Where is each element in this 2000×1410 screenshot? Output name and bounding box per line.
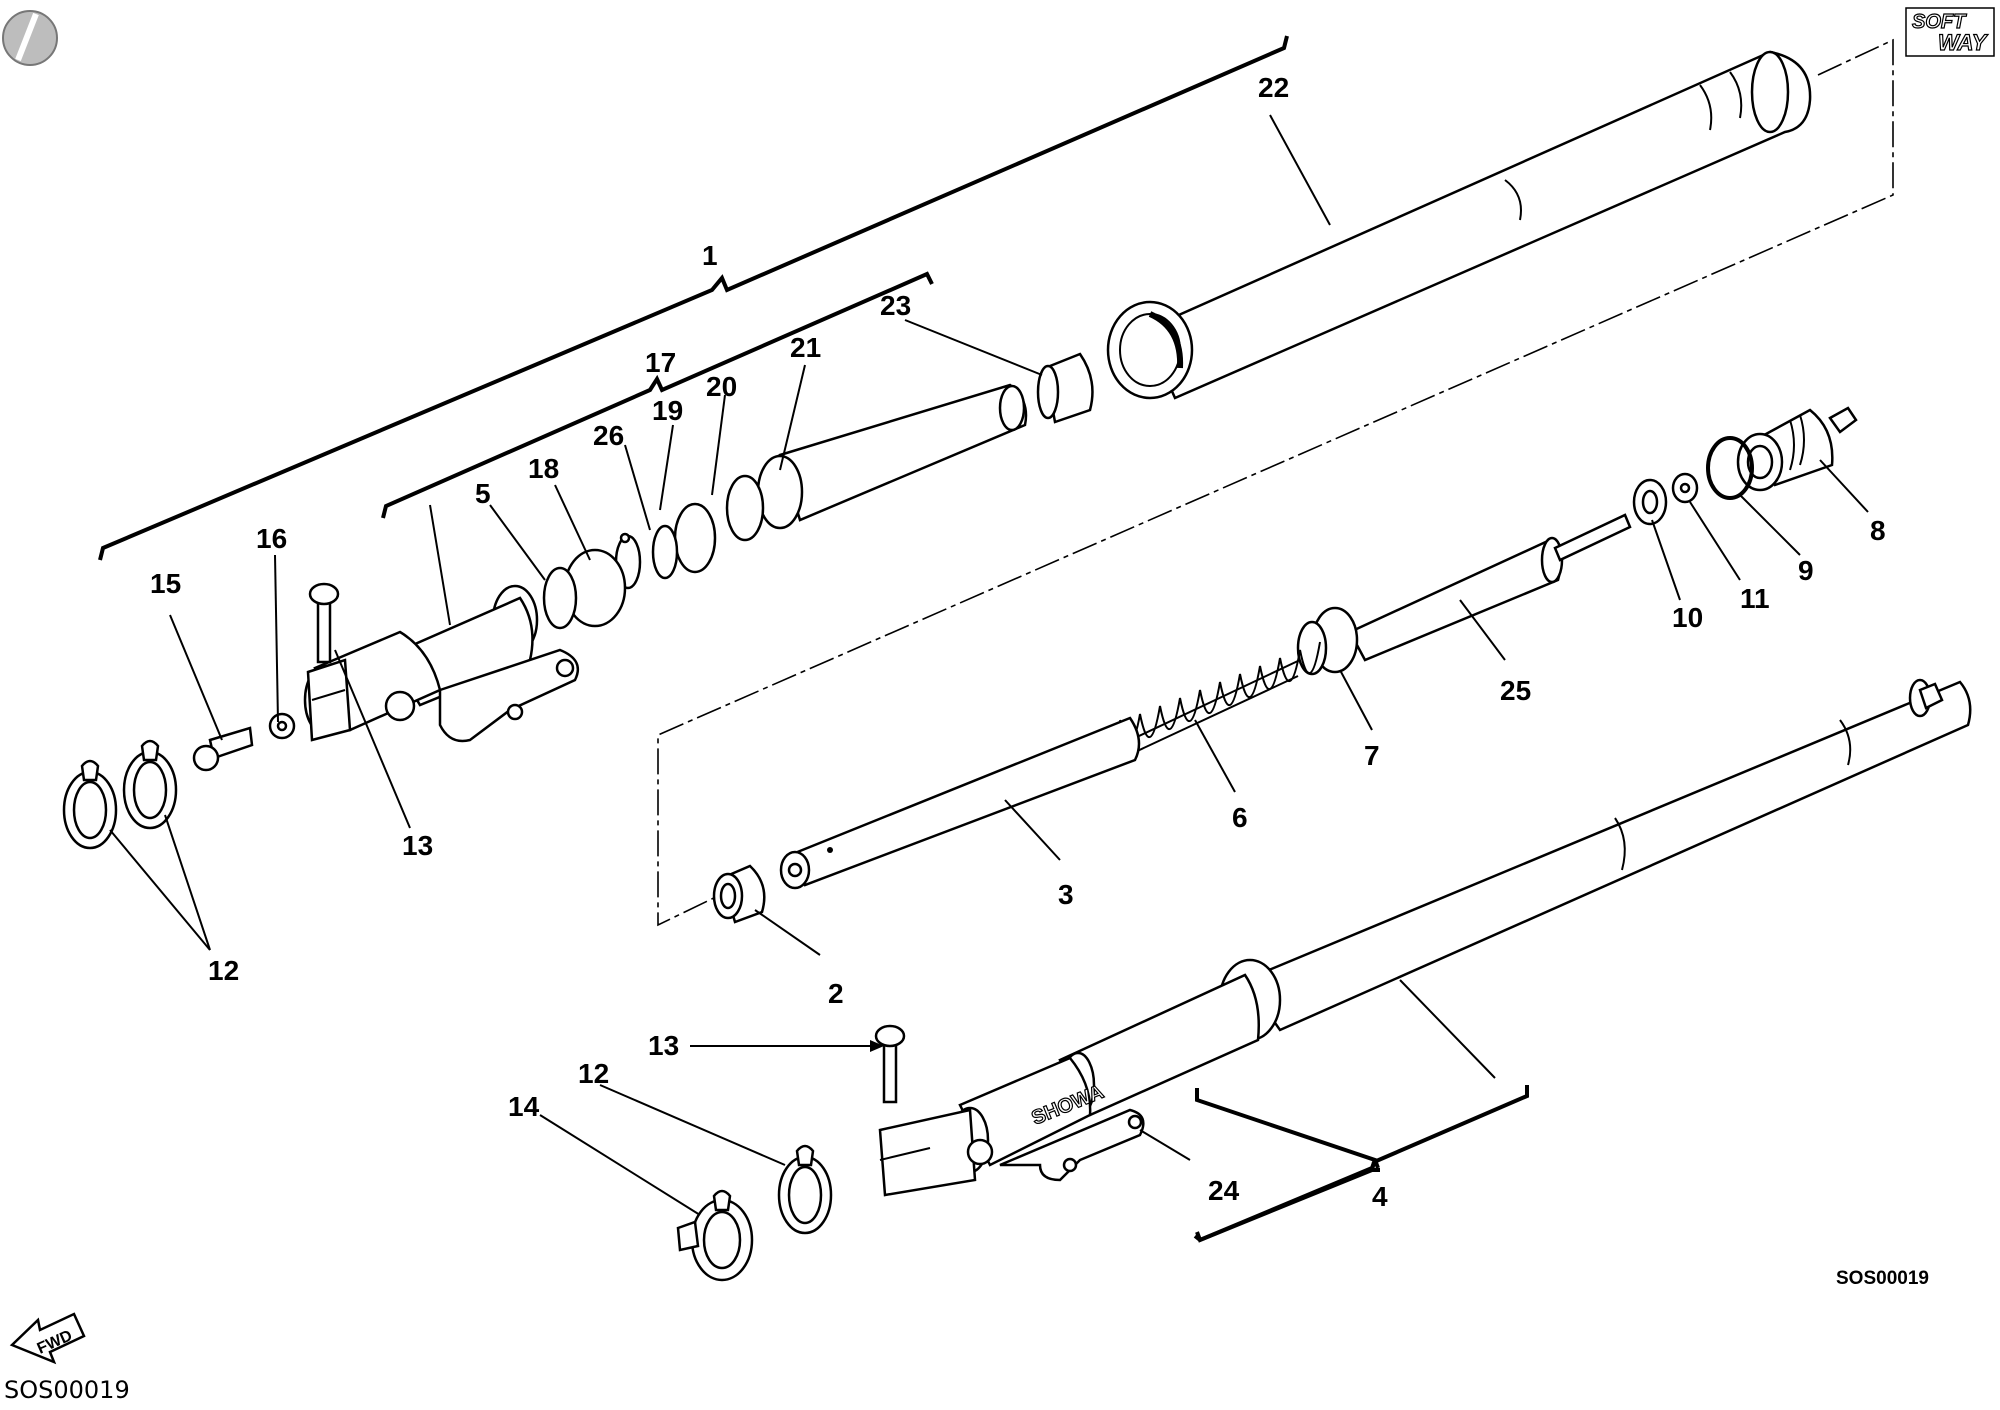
nut-7 [1296,606,1359,676]
o-ring-9 [1706,436,1754,500]
callout-7: 7 [1364,740,1380,771]
svg-text:SOFT: SOFT [1912,11,1967,33]
callout-26: 26 [593,420,624,451]
screw-15 [192,712,296,772]
clamp-12-upper [62,739,178,850]
drawing-code: SOS00019 [1836,1268,1929,1289]
clamp-14 [676,1189,754,1282]
callout-13b: 13 [648,1030,679,1061]
callout-25: 25 [1500,675,1531,706]
callout-4: 4 [1372,1181,1388,1212]
callout-12a: 12 [208,955,239,986]
bush-2 [712,864,766,924]
callout-1: 1 [702,240,718,271]
callout-15: 15 [150,568,181,599]
callout-10: 10 [1672,602,1703,633]
top-cap-8 [1736,406,1858,492]
brand-seal-icon [2,10,58,66]
callout-2: 2 [828,978,844,1009]
callout-5: 5 [475,478,491,509]
callout-3: 3 [1058,879,1074,910]
bush-23 [1036,352,1094,424]
callout-8: 8 [1870,515,1886,546]
callout-19: 19 [652,395,683,426]
callout-17: 17 [645,347,676,378]
callout-13a: 13 [402,830,433,861]
bolt-13-upper [308,582,340,664]
callout-labels: 22 1 23 17 21 20 19 26 18 5 16 15 13 12 … [150,72,1886,1212]
bolt-13-lower [874,1024,906,1104]
callout-12b: 12 [578,1058,609,1089]
svg-text:WAY: WAY [1938,30,1989,55]
cartridge-tube-3 [779,716,1141,890]
footer-code: SOS00019 [4,1376,130,1404]
callout-24: 24 [1208,1175,1240,1206]
spring-6 [1117,641,1321,761]
damper-rod-25 [1348,513,1632,662]
callout-23: 23 [880,290,911,321]
callout-20: 20 [706,371,737,402]
washer-10 [1632,478,1668,526]
leader-lines [109,114,1869,1216]
callout-11: 11 [1740,583,1770,614]
outer-tube [1106,50,1812,400]
slider-upper [303,596,580,743]
callout-9: 9 [1798,555,1814,586]
softway-logo-icon: SOFT WAY [1905,7,1995,57]
callout-22: 22 [1258,72,1289,103]
callout-18: 18 [528,453,559,484]
clamp-12-lower [777,1144,833,1235]
callout-6: 6 [1232,802,1248,833]
fork-leg-4: SHOWA [878,678,1972,1197]
inner-tube-upper [778,383,1028,522]
fwd-arrow-icon: FWD [9,1312,86,1365]
callout-14: 14 [508,1091,540,1122]
callout-21: 21 [790,332,821,363]
washer-11 [1671,472,1699,504]
ring-stack [491,454,804,656]
callout-16: 16 [256,523,287,554]
